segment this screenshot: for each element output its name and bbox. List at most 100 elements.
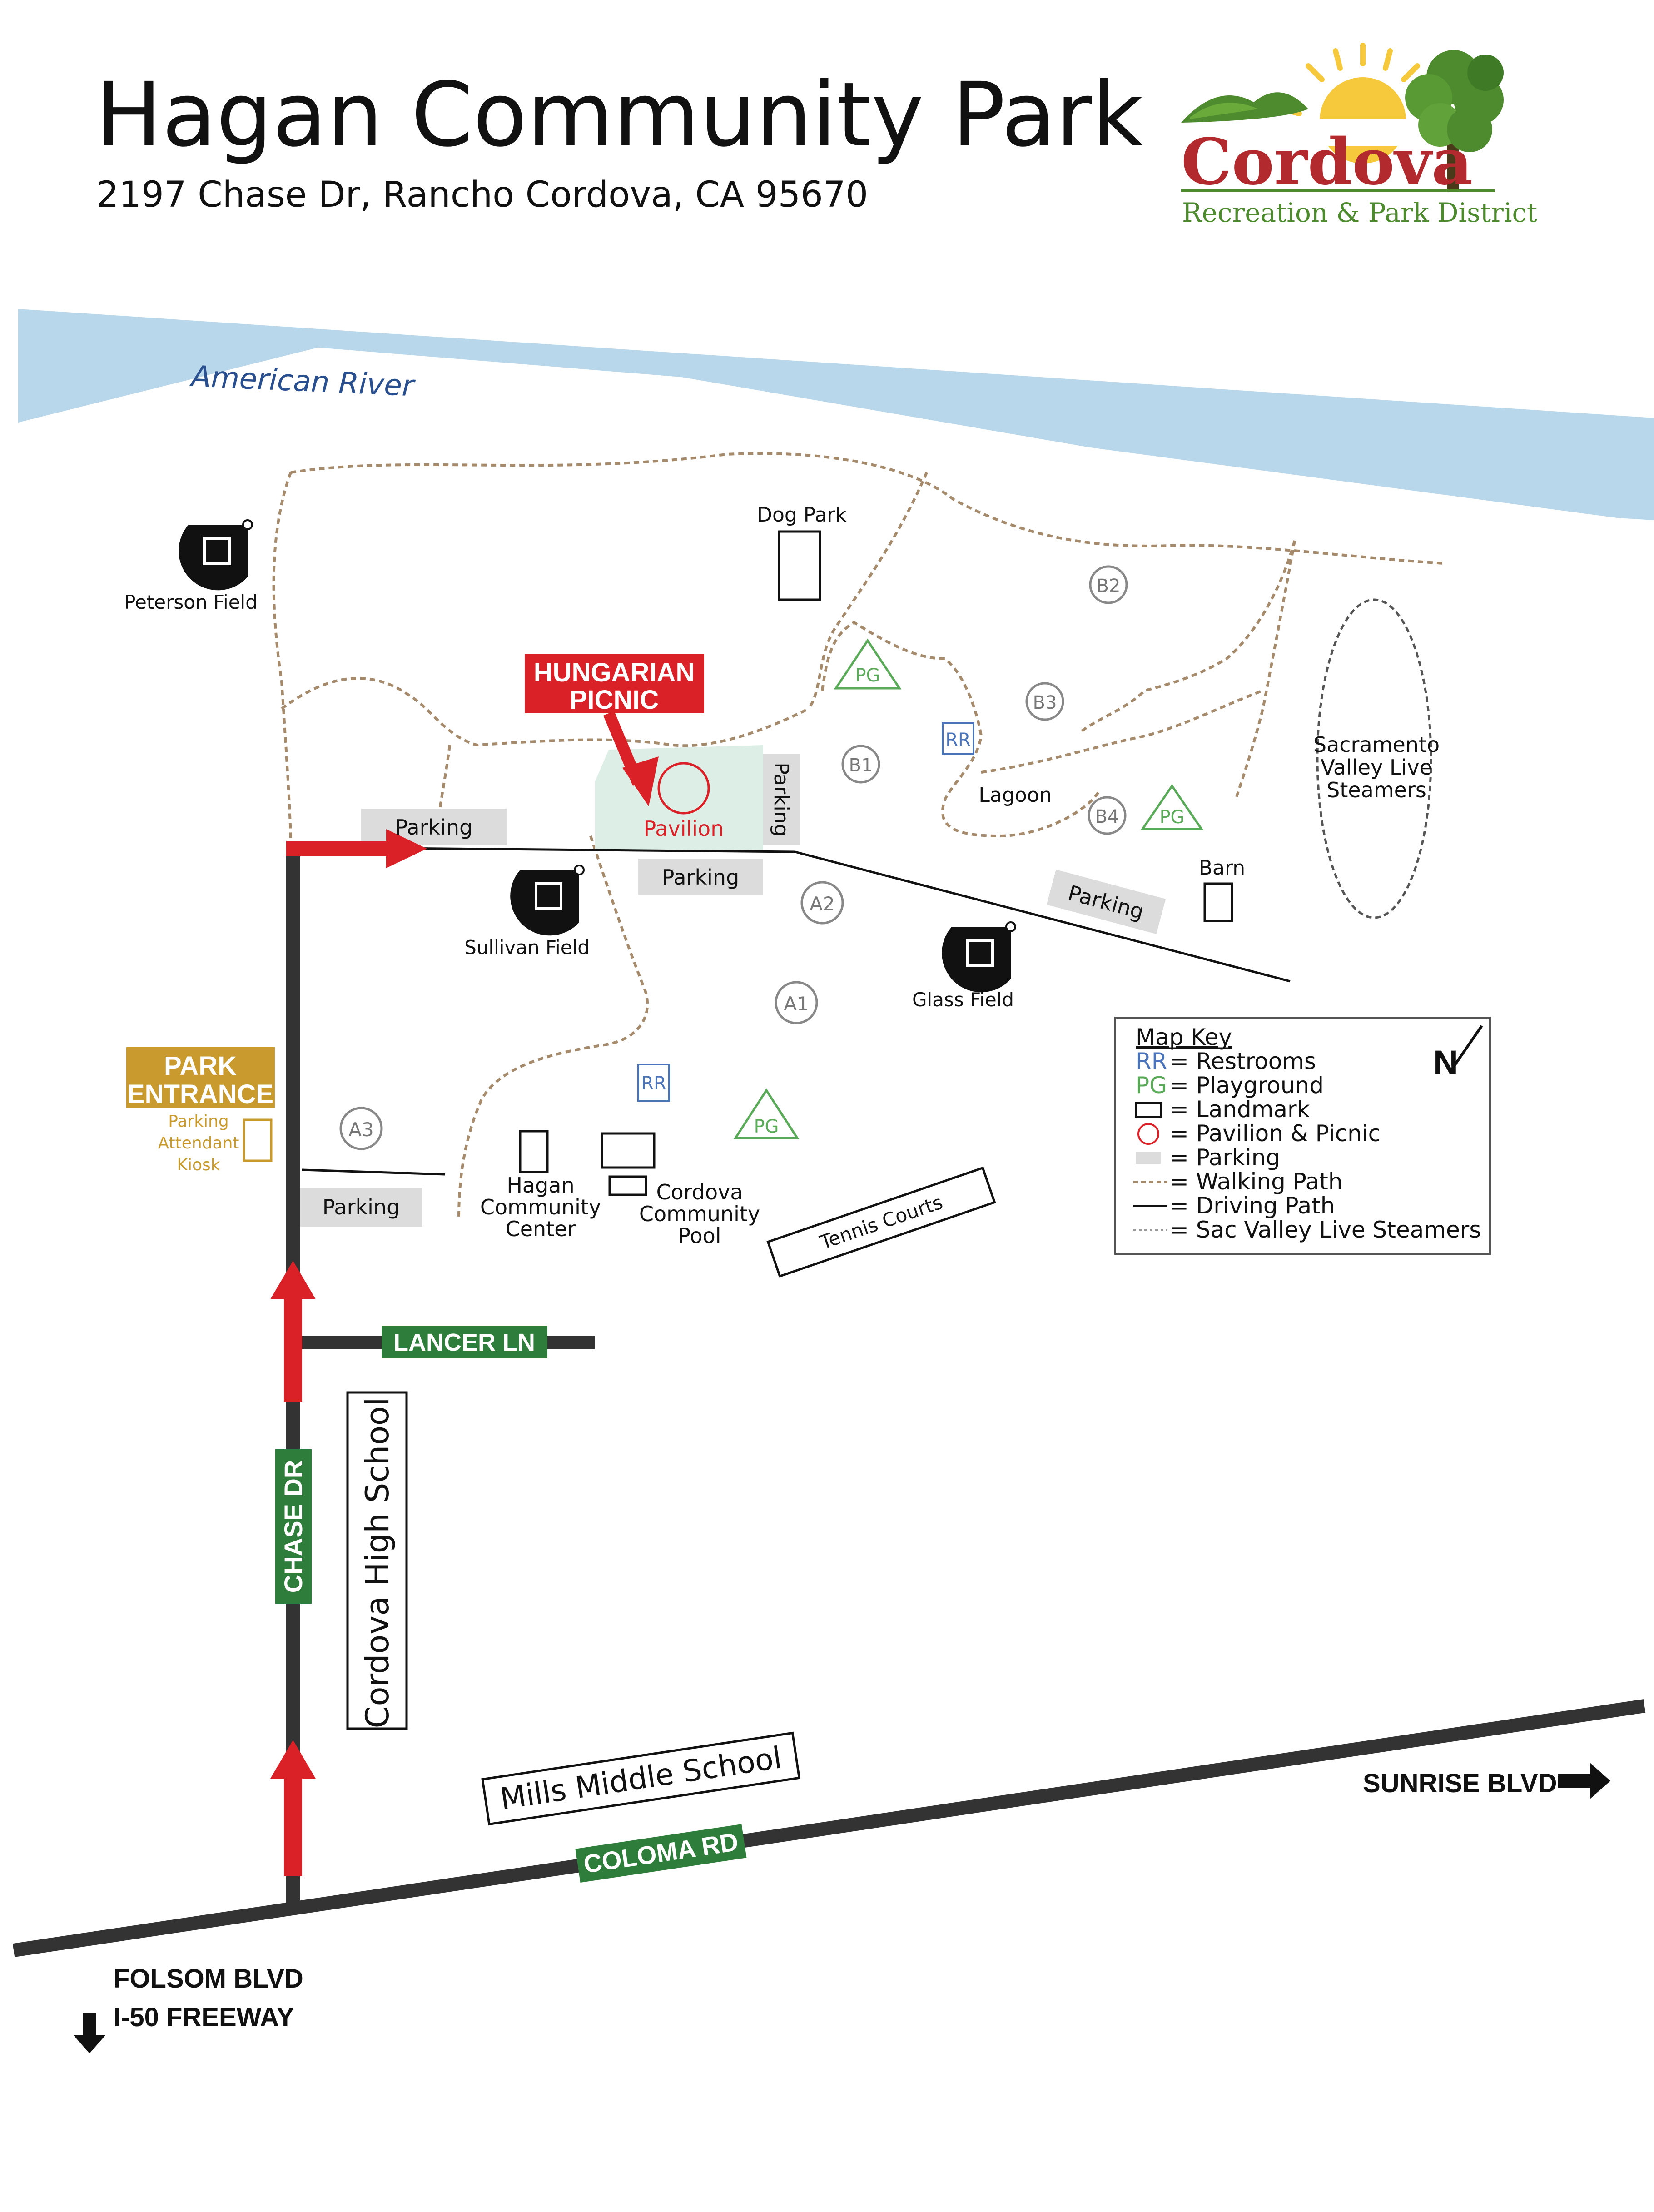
steamers-label-2: Valley Live <box>1321 755 1432 780</box>
restroom-icon: RR <box>637 1064 670 1102</box>
parking-label-5: Parking <box>323 1195 400 1219</box>
marker-a2 <box>800 881 844 925</box>
parking-area-5 <box>298 1188 422 1227</box>
dog-park-label: Dog Park <box>757 503 847 527</box>
svg-text:A3: A3 <box>348 1118 373 1141</box>
parking-area-4 <box>1046 870 1166 934</box>
coloma-rd-label: COLOMA RD <box>581 1827 740 1879</box>
svg-text:RR: RR <box>945 730 971 751</box>
arrow-right-icon <box>1558 1763 1610 1799</box>
logo-subtitle: Recreation & Park District <box>1182 197 1537 228</box>
pavilion-label: Pavilion <box>644 816 724 841</box>
address: 2197 Chase Dr, Rancho Cordova, CA 95670 <box>96 174 868 215</box>
marker-a3 <box>339 1107 383 1150</box>
freeway-label: I-50 FREEWAY <box>114 2003 294 2032</box>
american-river <box>18 309 1654 520</box>
sullivan-field-icon <box>510 865 585 936</box>
svg-text:A2: A2 <box>810 893 834 915</box>
north-arrow-icon: N <box>1433 1025 1483 1082</box>
park-entrance-sign <box>126 1047 275 1108</box>
pool-label-3: Pool <box>678 1223 721 1248</box>
svg-text:B1: B1 <box>849 755 873 776</box>
hagan-label-2: Community <box>480 1195 601 1219</box>
glass-field-label: Glass Field <box>912 989 1014 1011</box>
hills-icon <box>1181 92 1308 123</box>
playground-icon: PG <box>733 1088 800 1139</box>
logo-name: Cordova <box>1181 125 1473 199</box>
kiosk-label-1: Parking <box>168 1112 228 1131</box>
arrow-down-icon <box>74 2013 105 2053</box>
restroom-icon: RR <box>942 722 974 755</box>
kiosk-landmark <box>243 1118 273 1162</box>
sullivan-field-label: Sullivan Field <box>464 936 590 959</box>
legend-pavilion-text: = Pavilion & Picnic <box>1170 1120 1381 1147</box>
hagan-center-landmark <box>519 1130 549 1173</box>
svg-text:B4: B4 <box>1095 806 1119 827</box>
legend-pavilion-icon <box>1137 1123 1159 1145</box>
svg-text:PG: PG <box>1159 807 1184 828</box>
legend-landmark-text: = Landmark <box>1170 1096 1310 1123</box>
playground-icon: PG <box>834 638 902 690</box>
lagoon-label: Lagoon <box>978 784 1052 807</box>
legend-rr-code: RR <box>1136 1048 1167 1074</box>
high-school-box <box>346 1391 408 1730</box>
legend-driving-text: = Driving Path <box>1170 1193 1335 1219</box>
tennis-label: Tennis Courts <box>817 1191 945 1253</box>
tree-icon <box>1405 50 1504 191</box>
marker-a1 <box>775 981 818 1024</box>
callout-arrow-icon <box>603 711 659 806</box>
hungarian-picnic-callout <box>525 654 704 713</box>
parking-label-1: Parking <box>395 815 473 840</box>
parking-label-3: Parking <box>770 762 793 836</box>
walking-paths <box>272 452 1445 1218</box>
parking-area-3 <box>763 754 800 845</box>
svg-text:PG: PG <box>754 1116 779 1137</box>
steamers-oval <box>1316 598 1432 919</box>
svg-text:B2: B2 <box>1097 576 1121 596</box>
chase-dr-sign <box>275 1449 312 1604</box>
pavilion-icon <box>657 762 710 815</box>
sunrise-blvd-label: SUNRISE BLVD <box>1363 1769 1557 1798</box>
coloma-rd-sign <box>575 1824 747 1883</box>
svg-text:B3: B3 <box>1033 692 1057 713</box>
field-markers: B2 B3 B1 B4 A2 A1 A3 <box>339 565 1128 1150</box>
parking-label-2: Parking <box>662 865 740 890</box>
park-entrance-line-2: ENTRANCE <box>127 1079 273 1109</box>
legend-walking-text: = Walking Path <box>1170 1168 1343 1195</box>
barn-label: Barn <box>1199 856 1245 880</box>
hagan-label-1: Hagan <box>507 1173 574 1198</box>
legend-landmark-icon <box>1135 1102 1162 1118</box>
steamers-label-3: Steamers <box>1326 778 1426 802</box>
legend-title: Map Key <box>1136 1024 1232 1050</box>
parking-area-1 <box>361 809 507 845</box>
river-label: American River <box>189 360 416 403</box>
legend-pg-code: PG <box>1136 1072 1167 1099</box>
marker-b2 <box>1089 565 1128 604</box>
dog-park-landmark <box>778 530 821 601</box>
chase-dr-label: CHASE DR <box>279 1460 308 1593</box>
cordova-logo: Cordova Recreation & Park District <box>1181 43 1537 228</box>
pool-landmark-2 <box>608 1175 647 1196</box>
svg-text:A1: A1 <box>784 993 809 1015</box>
glass-field-icon <box>942 921 1016 993</box>
tennis-courts <box>766 1166 996 1278</box>
kiosk-label-2: Attendant <box>158 1134 239 1153</box>
legend-pg-text: = Playground <box>1170 1072 1324 1099</box>
map-legend: Map Key RR = Restrooms PG = Playground =… <box>1114 1017 1491 1255</box>
callout-line-2: PICNIC <box>570 685 659 715</box>
kiosk-label-3: Kiosk <box>177 1156 220 1174</box>
lancer-ln-label: LANCER LN <box>393 1329 535 1356</box>
legend-steamers-text: = Sac Valley Live Steamers <box>1170 1217 1481 1243</box>
route-arrow-icon <box>270 1261 316 1299</box>
high-school-label: Cordova High School <box>359 1397 396 1729</box>
barn-landmark <box>1203 882 1233 922</box>
parking-areas: Parking Parking Parking Parking Parking <box>298 754 1166 1227</box>
hagan-label-3: Center <box>506 1217 576 1241</box>
marker-b1 <box>841 745 880 784</box>
svg-text:PG: PG <box>855 665 880 686</box>
svg-text:N: N <box>1433 1044 1458 1082</box>
page-title: Hagan Community Park <box>95 63 1143 166</box>
marker-b3 <box>1025 682 1064 721</box>
